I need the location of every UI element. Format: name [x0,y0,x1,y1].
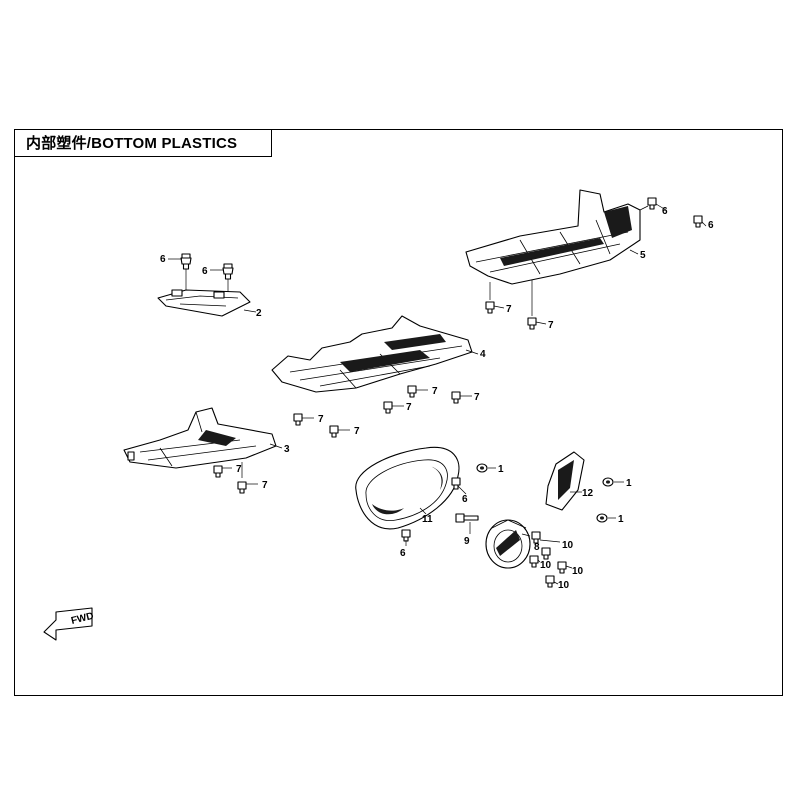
callout-7: 7 [474,392,480,403]
callout-7: 7 [506,304,512,315]
callout-8: 8 [534,542,540,553]
part-11-cvt-cover [355,446,460,530]
bolt-icon [451,391,461,404]
callout-7: 7 [354,426,360,437]
bolt-icon [647,197,657,210]
bolt-icon [693,215,703,228]
callout-2: 2 [256,308,262,319]
bolt-icon [237,481,247,494]
callout-7: 7 [262,480,268,491]
callout-1: 1 [498,464,504,475]
bolt-icon [401,529,411,542]
part-8-round-cover [485,519,531,569]
callout-10: 10 [562,540,574,551]
bolt-icon [529,555,539,568]
callout-1: 1 [618,514,624,525]
callout-5: 5 [640,250,646,261]
fwd-arrow-icon: FWD [43,607,95,641]
bolt-icon [527,317,537,330]
callout-6: 6 [400,548,406,559]
callout-6: 6 [160,254,166,265]
callout-10: 10 [572,566,584,577]
callout-11: 11 [422,514,433,525]
callout-6: 6 [202,266,208,277]
long-bolt-icon [455,513,479,523]
callout-1: 1 [626,478,632,489]
bolt-icon [485,301,495,314]
bolt-icon [329,425,339,438]
part-12-side-deflector [545,451,585,511]
bolt-icon [293,413,303,426]
callout-6: 6 [462,494,468,505]
callout-7: 7 [406,402,412,413]
fwd-label: FWD [70,611,95,627]
callout-4: 4 [480,349,486,360]
nut-icon [596,513,608,523]
callout-6: 6 [662,206,668,217]
part-2-bracket-plate [157,289,251,317]
nut-icon [476,463,488,473]
callout-3: 3 [284,444,290,455]
callout-12: 12 [582,488,594,499]
bolt-icon [407,385,417,398]
callout-10: 10 [558,580,570,591]
part-4-middle-skid-plate [271,315,473,393]
bolt-icon [557,561,567,574]
callout-6: 6 [708,220,714,231]
bolt-icon [222,263,234,280]
part-5-rear-skid-plate [465,189,641,285]
bolt-icon [383,401,393,414]
bolt-icon [180,253,192,270]
part-3-front-skid-plate [123,407,277,469]
nut-icon [602,477,614,487]
callout-7: 7 [236,464,242,475]
bolt-icon [213,465,223,478]
callout-7: 7 [432,386,438,397]
bolt-icon [541,547,551,560]
callout-7: 7 [548,320,554,331]
page-title: 内部塑件/BOTTOM PLASTICS [26,135,238,152]
title-box [14,129,272,157]
callout-9: 9 [464,536,470,547]
drawing-frame [14,129,783,696]
callout-7: 7 [318,414,324,425]
bolt-icon [545,575,555,588]
callout-10: 10 [540,560,552,571]
